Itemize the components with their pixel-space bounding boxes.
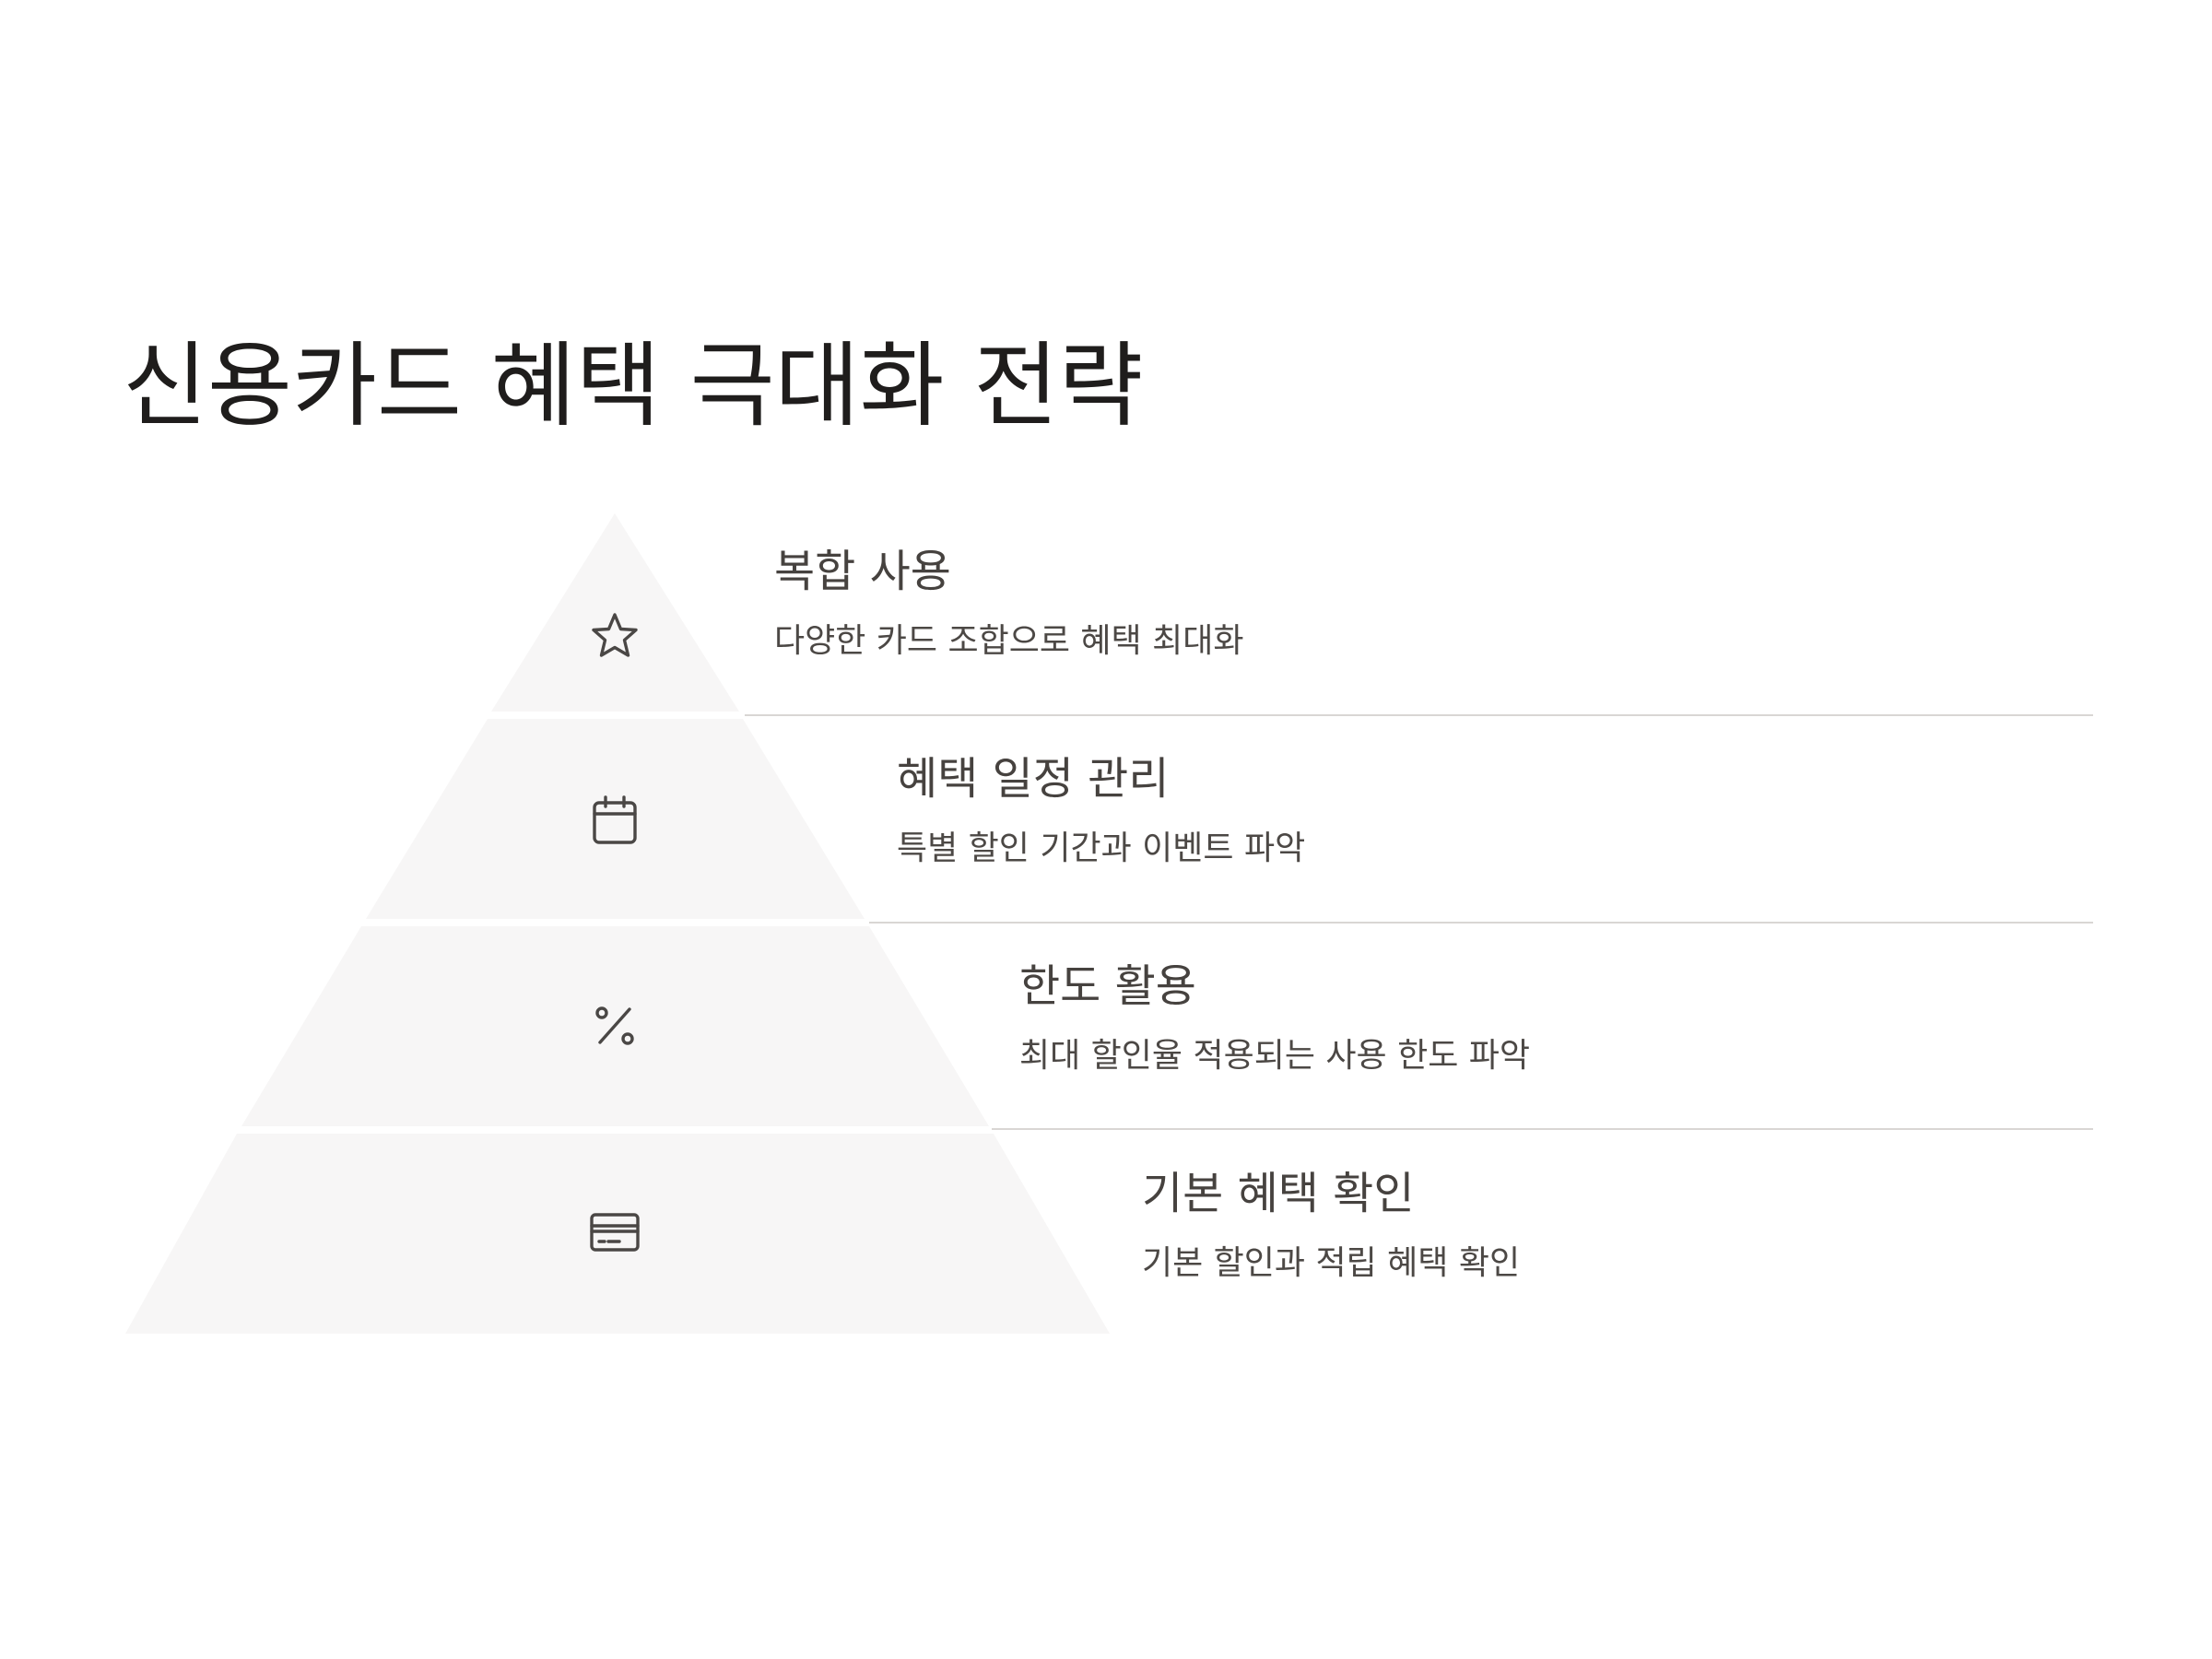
credit-card-icon [590,1213,640,1252]
tier-text-4: 기본 혜택 확인 기본 할인과 적립 혜택 확인 [1142,1168,1520,1283]
percent-icon [595,1006,634,1045]
tier-description: 최대 할인율 적용되는 사용 한도 파악 [1019,1036,1531,1075]
calendar-icon [593,795,637,844]
tier-description: 다양한 카드 조합으로 혜택 최대화 [774,621,1244,660]
page-title: 신용카드 혜택 극대화 전략 [123,332,1144,440]
pyramid-tier-4 [125,1134,1110,1334]
divider-2 [869,922,2093,924]
tier-text-3: 한도 활용 최대 할인율 적용되는 사용 한도 파악 [1019,960,1530,1076]
divider-3 [992,1128,2093,1130]
tier-title: 한도 활용 [1019,960,1196,1012]
tier-title: 기본 혜택 확인 [1142,1168,1415,1219]
star-icon [592,613,638,657]
tier-text-1: 복합 사용 다양한 카드 조합으로 혜택 최대화 [774,546,1243,661]
tier-description: 기본 할인과 적립 혜택 확인 [1142,1243,1521,1282]
tier-title: 복합 사용 [774,546,951,597]
tier-description: 특별 할인 기간과 이벤트 파악 [897,829,1306,867]
tier-text-2: 혜택 일정 관리 특별 할인 기간과 이벤트 파악 [897,753,1305,868]
pyramid-tier-2 [366,719,865,919]
pyramid-tier-1 [491,513,739,712]
divider-1 [745,714,2093,716]
tier-title: 혜택 일정 관리 [897,753,1170,805]
